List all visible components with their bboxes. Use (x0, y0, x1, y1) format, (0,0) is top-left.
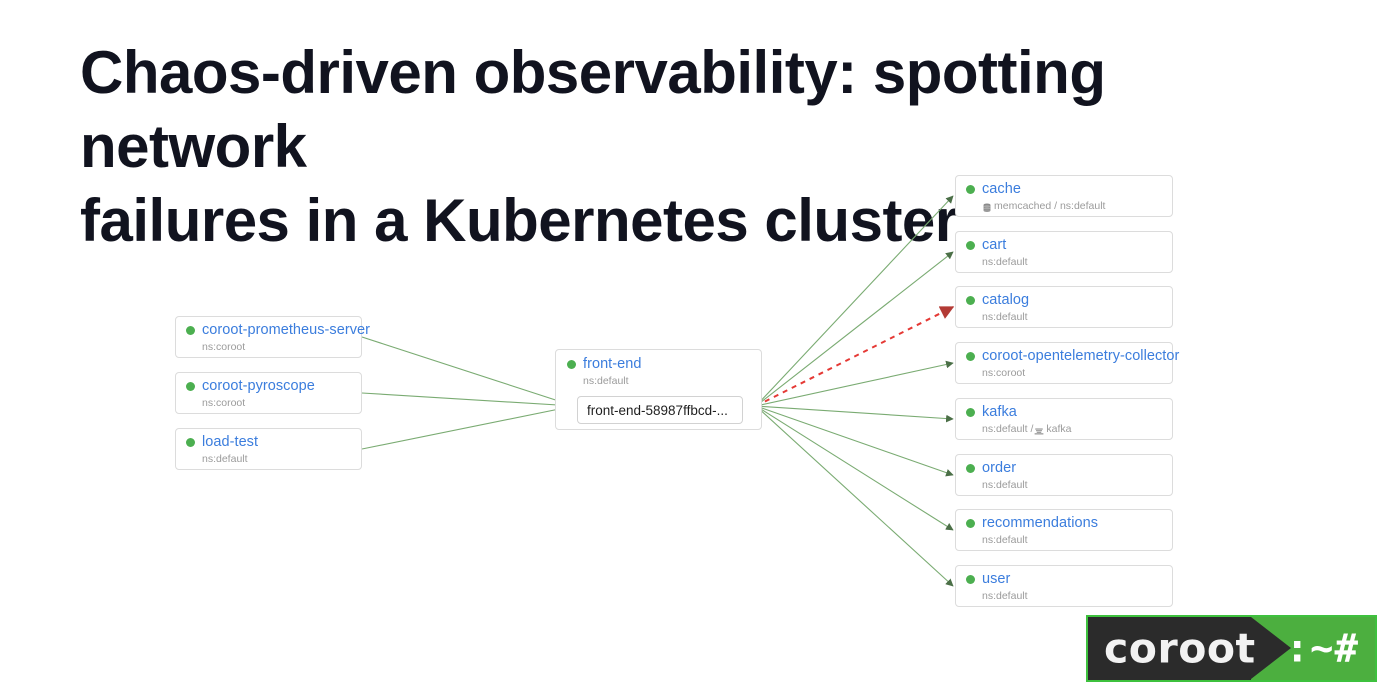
node-namespace-text: ns:default (982, 479, 1028, 491)
node-name-link[interactable]: recommendations (982, 515, 1098, 531)
database-icon (982, 203, 992, 213)
node-namespace: ns:default (982, 590, 1162, 603)
pod-front-end[interactable]: front-end-58987ffbcd-... (577, 396, 743, 424)
node-header: order (966, 461, 1162, 476)
outbound-edges (755, 195, 955, 587)
node-name-link[interactable]: coroot-opentelemetry-collector (982, 348, 1180, 364)
node-namespace-text: ns:default (982, 534, 1028, 546)
edge-front-end-to-order (755, 405, 954, 477)
node-namespace-text: ns:default (982, 590, 1028, 602)
node-header: cache (966, 182, 1162, 197)
node-namespace: ns:default (583, 375, 751, 388)
node-namespace-text: ns:default (982, 256, 1028, 268)
node-header: user (966, 572, 1162, 587)
node-namespace-text: ns:default (583, 375, 629, 387)
node-namespace: ns:default (982, 311, 1162, 324)
node-name-link[interactable]: cache (982, 181, 1021, 197)
node-namespace-text: memcached / ns:default (994, 200, 1106, 212)
edge-front-end-to-kafka (755, 405, 954, 423)
edge-front-end-to-cart (755, 251, 954, 407)
logo-wordmark: coroot (1104, 624, 1256, 672)
status-dot-ok (966, 575, 975, 584)
node-name-link[interactable]: front-end (583, 356, 642, 372)
status-dot-ok (966, 464, 975, 473)
node-user[interactable]: user ns:default (955, 565, 1173, 607)
node-namespace: ns:default (202, 453, 351, 466)
node-header: coroot-prometheus-server (186, 323, 370, 338)
status-dot-ok (186, 382, 195, 391)
node-recommendations[interactable]: recommendations ns:default (955, 509, 1173, 551)
node-header: front-end (567, 357, 751, 372)
pod-name: front-end-58987ffbcd-... (587, 402, 728, 418)
node-header: coroot-pyroscope (186, 379, 351, 394)
node-coroot-prometheus-server[interactable]: coroot-prometheus-server ns:coroot (175, 316, 370, 358)
status-dot-ok (966, 408, 975, 417)
status-dot-ok (567, 360, 576, 369)
node-coroot-opentelemetry-collector[interactable]: coroot-opentelemetry-collector ns:coroot (955, 342, 1179, 384)
status-dot-ok (966, 241, 975, 250)
status-dot-ok (966, 296, 975, 305)
node-name-link[interactable]: user (982, 571, 1011, 587)
node-namespace: ns:coroot (982, 367, 1162, 380)
coroot-logo: coroot :~# (1086, 615, 1377, 682)
node-cart[interactable]: cart ns:default (955, 231, 1173, 273)
node-name-link[interactable]: load-test (202, 434, 259, 450)
node-namespace: ns:coroot (202, 341, 351, 354)
node-namespace: ns:coroot (202, 397, 351, 410)
edge-coroot-pyroscope-to-front-end (361, 392, 575, 410)
node-namespace-text: ns:default (202, 453, 248, 465)
node-instance-text: kafka (1046, 423, 1072, 435)
edge-front-end-to-cache (755, 195, 954, 407)
logo-prompt-glyph: :~# (1285, 626, 1359, 671)
inbound-edges (361, 336, 575, 450)
node-name-link[interactable]: catalog (982, 292, 1030, 308)
edge-coroot-prometheus-server-to-front-end (361, 336, 575, 408)
node-order[interactable]: order ns:default (955, 454, 1173, 496)
edge-front-end-to-catalog (755, 306, 955, 407)
node-namespace: memcached / ns:default (982, 200, 1162, 213)
edge-load-test-to-front-end (361, 403, 575, 450)
node-name-link[interactable]: kafka (982, 404, 1017, 420)
node-name-link[interactable]: cart (982, 237, 1007, 253)
status-dot-ok (966, 352, 975, 361)
node-namespace: ns:default (982, 479, 1162, 492)
node-catalog[interactable]: catalog ns:default (955, 286, 1173, 328)
node-cache[interactable]: cache memcached / ns:default (955, 175, 1173, 217)
edge-front-end-to-recommendations (755, 405, 954, 531)
node-load-test[interactable]: load-test ns:default (175, 428, 362, 470)
node-namespace-text: ns:default (982, 311, 1028, 323)
node-name-link[interactable]: coroot-pyroscope (202, 378, 315, 394)
node-namespace: ns:default (982, 534, 1162, 547)
node-header: kafka (966, 405, 1162, 420)
node-header: recommendations (966, 516, 1162, 531)
node-name-link[interactable]: order (982, 460, 1017, 476)
node-namespace-text: ns:coroot (202, 397, 246, 409)
logo-arrow-shape (1251, 617, 1291, 679)
node-header: cart (966, 238, 1162, 253)
edge-front-end-to-coroot-opentelemetry-collector (755, 360, 954, 407)
node-namespace-text: ns:default / (982, 423, 1034, 435)
node-header: catalog (966, 293, 1162, 308)
node-namespace-text: ns:coroot (982, 367, 1026, 379)
status-dot-ok (966, 519, 975, 528)
node-namespace: ns:default / kafka (982, 423, 1162, 436)
node-namespace-text: ns:coroot (202, 341, 246, 353)
status-dot-ok (186, 326, 195, 335)
node-namespace: ns:default (982, 256, 1162, 269)
edge-front-end-to-user (755, 405, 954, 587)
node-header: load-test (186, 435, 351, 450)
node-coroot-pyroscope[interactable]: coroot-pyroscope ns:coroot (175, 372, 362, 414)
status-dot-ok (966, 185, 975, 194)
node-name-link[interactable]: coroot-prometheus-server (202, 322, 371, 338)
node-header: coroot-opentelemetry-collector (966, 349, 1179, 364)
node-front-end[interactable]: front-end ns:default front-end-58987ffbc… (555, 349, 762, 430)
status-dot-ok (186, 438, 195, 447)
queue-icon (1034, 426, 1044, 436)
